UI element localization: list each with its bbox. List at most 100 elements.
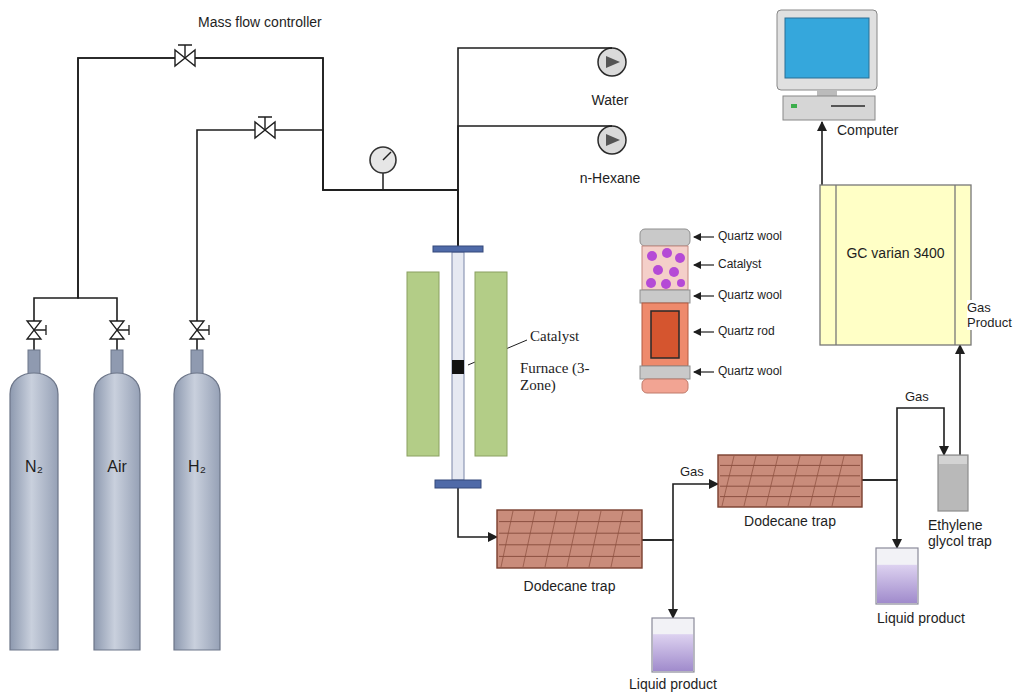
drawing-part xyxy=(452,360,464,374)
liquid-container-shape xyxy=(652,618,694,672)
computer-outline xyxy=(777,10,877,120)
part-label: Catalyst xyxy=(718,257,761,271)
gas-cylinder-shape xyxy=(10,350,58,650)
trap-label: Ethylene glycol trap xyxy=(928,517,1012,549)
feed-pump-outline xyxy=(590,126,626,154)
pipe-line xyxy=(821,122,823,185)
pipe-line xyxy=(458,488,497,537)
drawing-part xyxy=(611,511,623,567)
flow-valve xyxy=(175,45,195,66)
cylinder-label: H₂ xyxy=(174,458,220,476)
drawing-part xyxy=(744,456,756,506)
pipe-line xyxy=(862,408,944,480)
gas-cylinder-outline xyxy=(94,350,140,650)
drawing-part xyxy=(820,185,971,345)
gas-cylinder-outline xyxy=(10,350,58,650)
drawing-part xyxy=(606,56,620,68)
drawing-part xyxy=(718,455,862,507)
liquid-container: Liquid product xyxy=(652,618,694,672)
drawing-part xyxy=(590,47,612,49)
part-label: Quartz wool xyxy=(718,229,782,243)
drawing-part xyxy=(777,10,877,90)
catalyst-pellet xyxy=(669,267,679,277)
quartz-wool-plug xyxy=(640,229,690,246)
pointer-arrow xyxy=(694,371,714,372)
gas-cylinder-shape xyxy=(94,350,140,650)
drawing-part xyxy=(722,456,734,506)
flow-valve xyxy=(255,117,275,138)
drawing-part xyxy=(523,511,535,567)
liquid-container-outline xyxy=(876,548,918,604)
pump-label: n-Hexane xyxy=(570,170,650,186)
computer-shape xyxy=(775,10,880,122)
cold-trap-outline xyxy=(718,455,862,507)
drawing-part xyxy=(497,510,642,568)
gas-cylinder-outline xyxy=(174,350,220,650)
drawing-part xyxy=(452,252,464,480)
pipe-line xyxy=(458,48,590,246)
cylinder-valve xyxy=(110,321,129,339)
drawing-part xyxy=(590,125,612,127)
furnace-label: Furnace (3-Zone) xyxy=(520,360,600,394)
drawing-part xyxy=(766,456,778,506)
drawing-part xyxy=(877,565,917,603)
catalyst-pellet xyxy=(647,251,657,261)
drawing-part xyxy=(832,456,844,506)
feed-pump-shape xyxy=(590,124,630,156)
gas-cylinder: H₂ xyxy=(174,350,220,650)
tube-furnace-shape xyxy=(405,246,510,488)
pointer-arrow xyxy=(694,236,714,237)
glycol-trap-outline xyxy=(938,455,968,511)
drawing-part xyxy=(10,373,58,650)
drawing-part xyxy=(652,618,694,672)
catalyst-pellet xyxy=(646,278,656,288)
cold-trap: Dodecane trap xyxy=(718,455,862,507)
drawing-part xyxy=(606,134,620,146)
catalyst-pellet xyxy=(653,265,663,275)
container-label: Liquid product xyxy=(623,676,723,692)
part-label: Quartz wool xyxy=(718,288,782,302)
valve-handle xyxy=(34,325,46,335)
gauge-stem xyxy=(382,173,384,190)
flow-label: Gas xyxy=(905,389,929,404)
pump-label: Water xyxy=(570,92,650,108)
drawing-part xyxy=(174,373,220,650)
flow-label: Gas xyxy=(680,464,704,479)
catalyst-pellet xyxy=(661,279,671,289)
gas-chromatograph: GC varian 3400 xyxy=(820,185,971,345)
valve-handle xyxy=(197,325,209,335)
drawing-part xyxy=(783,96,875,120)
drawing-part xyxy=(954,185,955,345)
liquid-container: Liquid product xyxy=(876,548,918,604)
tube-furnace: Furnace (3-Zone) xyxy=(405,246,510,488)
drawing-part xyxy=(545,511,557,567)
drawing-part xyxy=(788,456,800,506)
gauge-dial xyxy=(370,147,396,173)
cylinder-valve xyxy=(190,321,209,339)
cylinder-label: N₂ xyxy=(10,458,58,476)
feed-pump: n-Hexane xyxy=(590,124,630,156)
tube-furnace-outline xyxy=(407,246,507,488)
drawing-part xyxy=(567,511,579,567)
quartz-wool-plug xyxy=(640,366,690,379)
cylinder-valve xyxy=(27,321,46,339)
gas-chromatograph-outline xyxy=(820,185,971,345)
glycol-trap-shape xyxy=(938,455,968,511)
cold-trap-shape xyxy=(497,510,642,568)
drawing-part xyxy=(433,246,483,252)
glycol-trap: Ethylene glycol trap xyxy=(938,455,968,511)
pipe-line xyxy=(458,126,590,246)
gas-cylinder: Air xyxy=(94,350,140,650)
drawing-part xyxy=(831,105,865,107)
feed-pump-shape xyxy=(590,46,630,78)
drawing-part xyxy=(720,465,860,466)
drawing-part xyxy=(835,185,836,345)
instrument-label: GC varian 3400 xyxy=(836,245,955,261)
computer: Computer xyxy=(775,10,880,122)
pipe-line xyxy=(642,484,718,540)
catalyst-pellet xyxy=(677,279,685,287)
cylinder-label: Air xyxy=(94,458,140,476)
pointer-arrow xyxy=(694,264,714,265)
drawing-part xyxy=(499,544,640,545)
